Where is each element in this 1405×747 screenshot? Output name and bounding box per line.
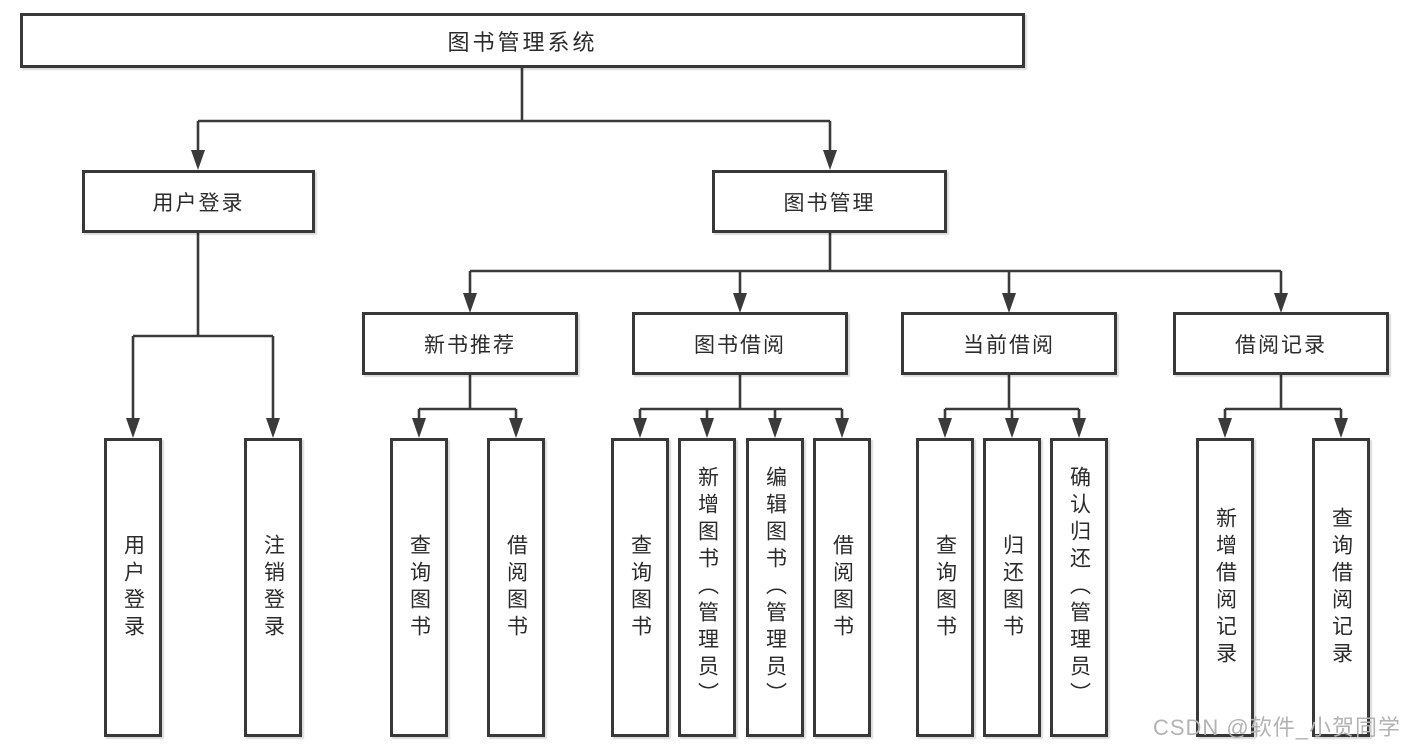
leaf-return-books-label: 归还图书 (1000, 533, 1024, 642)
connector-current-to-leaves (938, 375, 1086, 438)
node-user-login-label: 用户登录 (152, 191, 245, 215)
node-root-system: 图书管理系统 (20, 13, 1025, 68)
leaf-edit-books-admin-label: 编辑图书（管理员） (763, 466, 787, 709)
node-borrowing-records-label: 借阅记录 (1235, 333, 1327, 357)
leaf-logout-login-label: 注销登录 (261, 533, 285, 642)
leaf-edit-books-admin: 编辑图书（管理员） (746, 438, 804, 737)
leaf-add-books-admin: 新增图书（管理员） (678, 438, 736, 737)
node-new-book-recommend-label: 新书推荐 (424, 333, 516, 357)
node-book-borrowing: 图书借阅 (632, 312, 848, 375)
connector-login-to-leaves (126, 233, 280, 438)
leaf-return-books: 归还图书 (983, 438, 1041, 737)
leaf-borrow-books-label: 借阅图书 (830, 533, 854, 642)
leaf-borrow-books: 借阅图书 (813, 438, 871, 737)
leaf-add-books-admin-label: 新增图书（管理员） (695, 466, 719, 709)
node-new-book-recommend: 新书推荐 (362, 312, 578, 375)
node-book-borrowing-label: 图书借阅 (694, 333, 786, 357)
leaf-confirm-return-admin-label: 确认归还（管理员） (1067, 466, 1091, 709)
leaf-logout-login: 注销登录 (244, 438, 302, 737)
node-current-borrowing: 当前借阅 (901, 312, 1117, 375)
leaf-query-borrow-record-label: 查询借阅记录 (1329, 506, 1353, 669)
connector-borrow-to-leaves (633, 375, 849, 438)
leaf-user-login-label: 用户登录 (121, 533, 145, 642)
node-book-management: 图书管理 (712, 170, 947, 233)
node-root-system-label: 图书管理系统 (447, 29, 598, 55)
leaf-borrow-query-books-label: 查询图书 (628, 533, 652, 642)
node-user-login: 用户登录 (82, 170, 315, 233)
node-current-borrowing-label: 当前借阅 (963, 333, 1055, 357)
csdn-watermark: CSDN @软件_小贺同学 (1152, 715, 1401, 740)
connector-records-to-leaves (1218, 375, 1348, 438)
leaf-recommend-borrow-books: 借阅图书 (487, 438, 545, 737)
leaf-recommend-borrow-books-label: 借阅图书 (504, 533, 528, 642)
leaf-current-query-books: 查询图书 (916, 438, 974, 737)
leaf-query-borrow-record: 查询借阅记录 (1312, 438, 1370, 737)
leaf-add-borrow-record: 新增借阅记录 (1196, 438, 1254, 737)
node-borrowing-records: 借阅记录 (1173, 312, 1389, 375)
leaf-user-login: 用户登录 (104, 438, 162, 737)
leaf-confirm-return-admin: 确认归还（管理员） (1050, 438, 1108, 737)
leaf-add-borrow-record-label: 新增借阅记录 (1213, 506, 1237, 669)
node-book-management-label: 图书管理 (783, 191, 876, 215)
leaf-current-query-books-label: 查询图书 (933, 533, 957, 642)
connector-management-to-level2 (463, 233, 1288, 313)
connector-root-to-level1 (191, 68, 837, 170)
leaf-recommend-query-books: 查询图书 (390, 438, 448, 737)
leaf-borrow-query-books: 查询图书 (611, 438, 669, 737)
leaf-recommend-query-books-label: 查询图书 (407, 533, 431, 642)
connector-recommend-to-leaves (412, 375, 523, 438)
